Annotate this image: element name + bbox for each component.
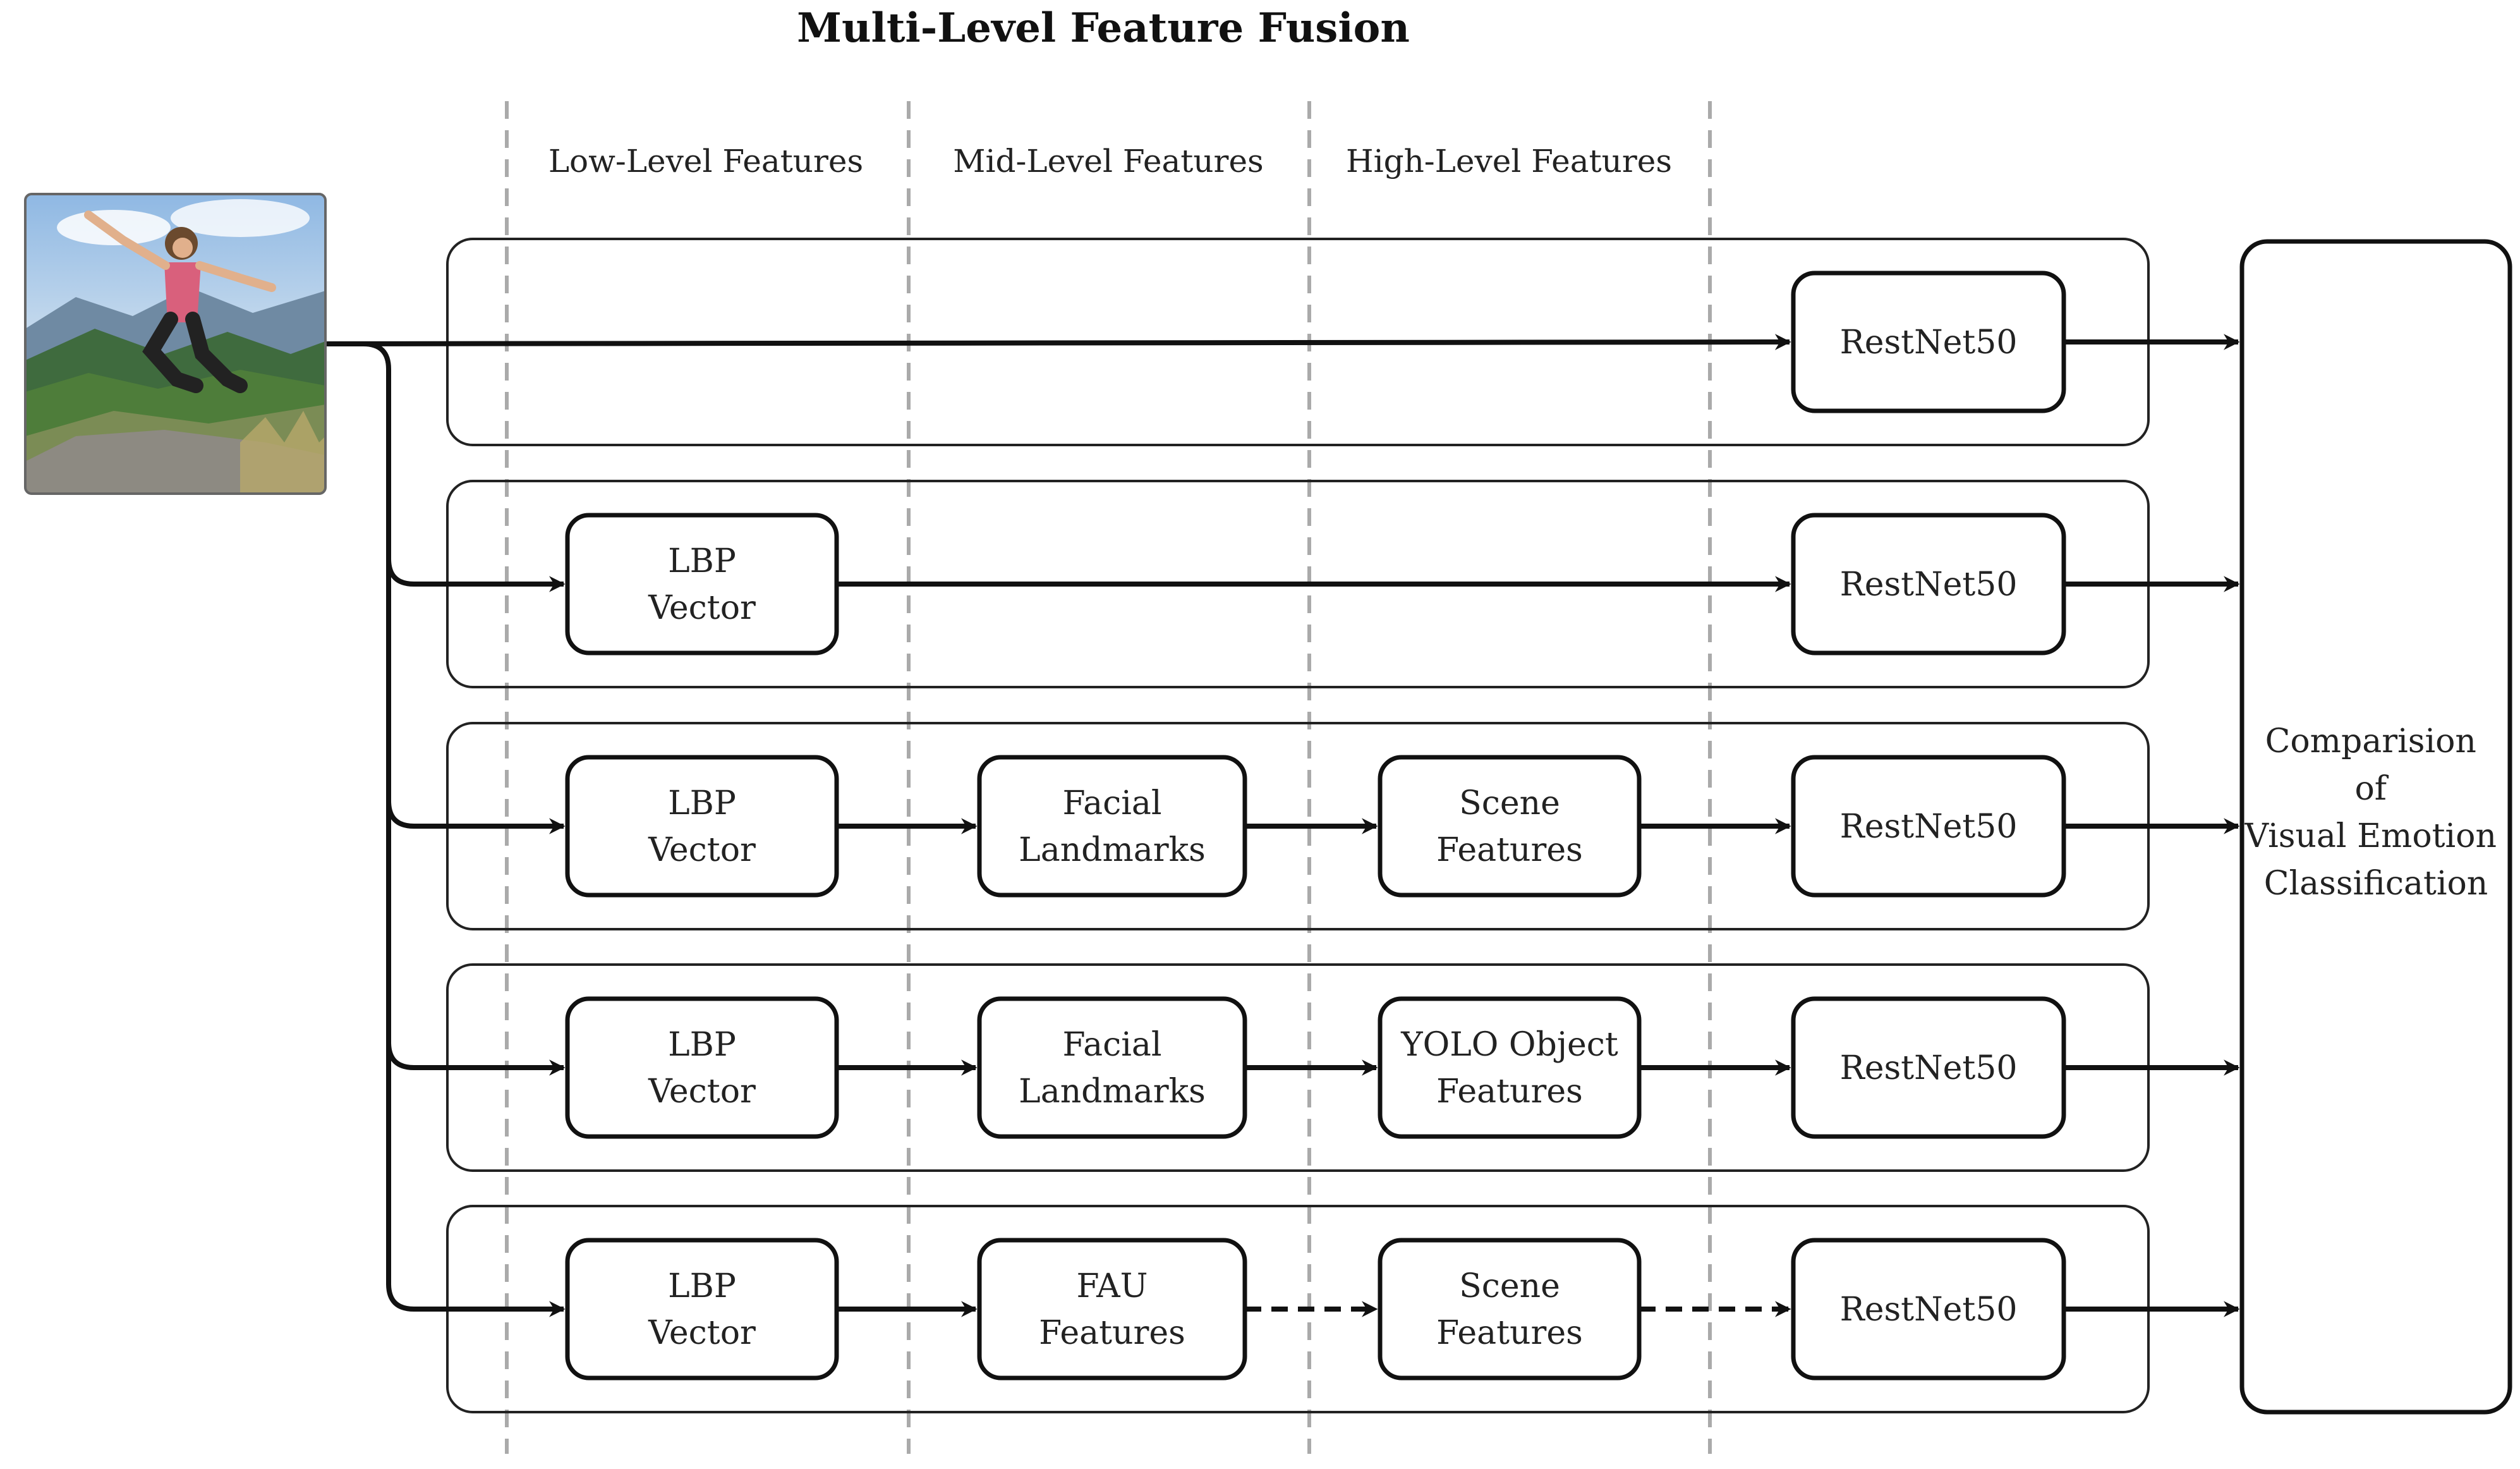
node-mid: FAU Features bbox=[977, 1238, 1247, 1381]
node-label: RestNet50 bbox=[1840, 808, 2018, 846]
column-label-low: Low-Level Features bbox=[548, 143, 863, 180]
output-line: Comparision bbox=[2265, 722, 2476, 760]
node-label: Facial bbox=[1063, 784, 1162, 822]
node-label: Landmarks bbox=[1019, 1073, 1206, 1111]
node-backbone: RestNet50 bbox=[1791, 755, 2066, 898]
input-edge bbox=[386, 558, 566, 592]
input-edge bbox=[386, 1042, 566, 1076]
input-edge bbox=[386, 1283, 566, 1317]
node-label: RestNet50 bbox=[1840, 324, 2018, 362]
node-label: RestNet50 bbox=[1840, 1049, 2018, 1087]
node-box bbox=[1791, 513, 2066, 655]
node-backbone: RestNet50 bbox=[1791, 513, 2066, 655]
node-box bbox=[565, 513, 839, 655]
node-label: Features bbox=[1436, 831, 1583, 869]
node-backbone: RestNet50 bbox=[1791, 1238, 2066, 1381]
node-label: Landmarks bbox=[1019, 831, 1206, 869]
node-box bbox=[1791, 755, 2066, 898]
node-backbone: RestNet50 bbox=[1791, 271, 2066, 413]
node-low: LBP Vector bbox=[565, 513, 839, 655]
input-trunk bbox=[325, 341, 391, 1284]
node-label: Vector bbox=[648, 1073, 756, 1111]
node-box bbox=[565, 1238, 839, 1381]
input-edge bbox=[325, 334, 1791, 350]
node-label: YOLO Object bbox=[1400, 1026, 1618, 1064]
node-backbone: RestNet50 bbox=[1791, 996, 2066, 1139]
output-line: Visual Emotion bbox=[2244, 817, 2497, 855]
node-box bbox=[565, 996, 839, 1139]
node-box bbox=[1791, 996, 2066, 1139]
node-box bbox=[977, 996, 1247, 1139]
node-label: Facial bbox=[1063, 1026, 1162, 1064]
node-box bbox=[1378, 996, 1642, 1139]
input-edge bbox=[386, 800, 566, 834]
node-low: LBP Vector bbox=[565, 1238, 839, 1381]
node-box bbox=[1378, 1238, 1642, 1381]
node-label: Features bbox=[1039, 1314, 1185, 1352]
node-box bbox=[1378, 755, 1642, 898]
output-box bbox=[2239, 239, 2512, 1415]
column-label-mid: Mid-Level Features bbox=[953, 143, 1263, 180]
node-low: LBP Vector bbox=[565, 755, 839, 898]
diagram-title: Multi-Level Feature Fusion bbox=[797, 4, 1410, 52]
node-label: Features bbox=[1436, 1314, 1583, 1352]
node-box bbox=[1791, 1238, 2066, 1381]
node-label: LBP bbox=[668, 1026, 736, 1064]
node-label: Vector bbox=[648, 831, 756, 869]
node-low: LBP Vector bbox=[565, 996, 839, 1139]
node-label: LBP bbox=[668, 1267, 736, 1305]
node-box bbox=[977, 1238, 1247, 1381]
node-label: LBP bbox=[668, 784, 736, 822]
node-label: RestNet50 bbox=[1840, 566, 2018, 604]
node-label: LBP bbox=[668, 542, 736, 580]
input-photo bbox=[24, 193, 327, 495]
output-label: Comparision of Visual Emotion Classifica… bbox=[2244, 722, 2507, 903]
node-box bbox=[1791, 271, 2066, 413]
node-label: FAU bbox=[1077, 1267, 1148, 1305]
node-label: Vector bbox=[648, 1314, 756, 1352]
column-label-high: High-Level Features bbox=[1346, 143, 1672, 180]
node-label: Features bbox=[1436, 1073, 1583, 1111]
node-label: Vector bbox=[648, 589, 756, 627]
node-label: RestNet50 bbox=[1840, 1291, 2018, 1329]
node-box bbox=[977, 755, 1247, 898]
output-line: of bbox=[2354, 770, 2389, 808]
node-label: Scene bbox=[1459, 784, 1560, 822]
output-line: Classification bbox=[2264, 865, 2488, 903]
node-label: Scene bbox=[1459, 1267, 1560, 1305]
node-box bbox=[565, 755, 839, 898]
